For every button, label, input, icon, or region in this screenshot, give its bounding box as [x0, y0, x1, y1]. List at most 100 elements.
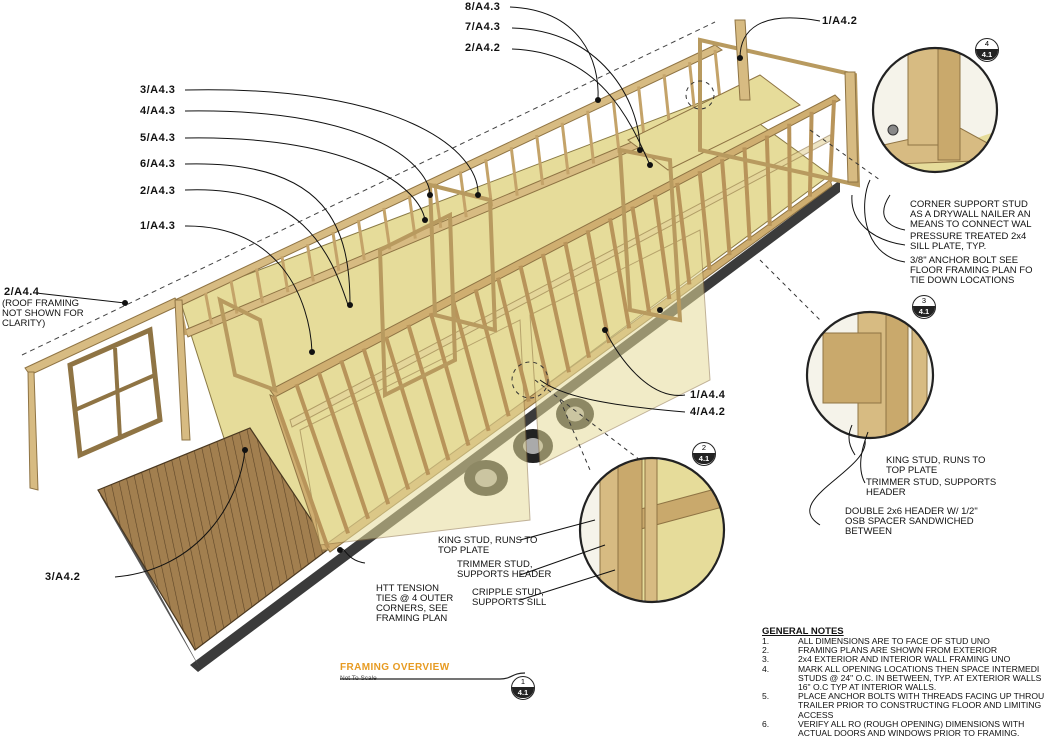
detail-dashed-connectors [511, 80, 881, 471]
far-wall-stud [382, 207, 392, 250]
callout-3-a4-3[interactable]: 3/A4.3 [140, 84, 176, 96]
detail-3-badge[interactable]: 3 4.1 [912, 295, 936, 319]
callout-3-a4-2[interactable]: 3/A4.2 [45, 571, 81, 583]
front-wall-stud [294, 383, 350, 535]
detail-2-note-trimmer-stud: TRIMMER STUD, SUPPORTS HEADER [457, 559, 552, 580]
far-wall-stud [560, 122, 570, 175]
general-note-item: 3. 2x4 EXTERIOR AND INTERIOR WALL FRAMING… [762, 655, 1024, 664]
loft-platform [627, 19, 861, 188]
front-wall-stud [339, 359, 391, 505]
front-wall-stud [675, 182, 692, 285]
far-wall-stud [535, 134, 545, 186]
callout-6-a4-3[interactable]: 6/A4.3 [140, 158, 176, 170]
far-wall-stud [356, 219, 366, 261]
general-note-number: 6. [762, 718, 770, 729]
roof-framing-note: (ROOF FRAMING NOT SHOWN FOR CLARITY) [2, 298, 84, 329]
general-note-item: 5. PLACE ANCHOR BOLTS WITH THREADS FACING… [762, 691, 1044, 720]
detail-3-note-king-stud: KING STUD, RUNS TO TOP PLATE [886, 455, 986, 476]
far-wall-stud [331, 231, 341, 271]
general-note-text: MARK ALL OPENING LOCATIONS THEN SPACE IN… [798, 663, 1042, 693]
callout-4-a4-3[interactable]: 4/A4.3 [140, 105, 176, 117]
front-wall-stud [697, 170, 712, 271]
front-wall-stud [828, 99, 836, 183]
general-note-number: 5. [762, 691, 770, 702]
general-note-item: 6. VERIFY ALL RO (ROUGH OPENING) DIMENSIO… [762, 718, 1025, 738]
general-note-text: FRAMING PLANS ARE SHOWN FROM EXTERIOR [798, 645, 998, 656]
title-badge[interactable]: 1 4.1 [511, 676, 535, 700]
front-wall-stud [316, 371, 371, 520]
front-wall-stud [787, 123, 792, 212]
detail-4-badge[interactable]: 4 4.1 [975, 38, 999, 62]
general-note-text: PLACE ANCHOR BOLTS WITH THREADS FACING U… [798, 691, 1044, 720]
callout-leaders [35, 6, 906, 601]
detail-2-badge[interactable]: 2 4.1 [692, 442, 716, 466]
detail-4-note-sill-plate: PRESSURE TREATED 2x4 SILL PLATE, TYP. [910, 231, 1027, 252]
interior-partitions [217, 147, 683, 399]
front-wall-stud [272, 395, 330, 549]
title-underline [340, 672, 526, 680]
detail-2-note-king-stud: KING STUD, RUNS TO TOP PLATE [438, 535, 538, 556]
far-wall-stud [611, 98, 621, 154]
general-notes-heading: GENERAL NOTES [762, 626, 844, 637]
general-notes: GENERAL NOTES 1. ALL DIMENSIONS ARE TO FA… [762, 626, 1044, 738]
callout-1-a4-4[interactable]: 1/A4.4 [690, 389, 726, 401]
far-wall-stud [204, 292, 213, 325]
far-wall-stud [280, 256, 290, 293]
far-wall-stud [254, 268, 264, 304]
front-wall-stud [608, 218, 632, 329]
porch-end-wall [24, 297, 191, 491]
tiny-house-framing-drawing [21, 6, 999, 672]
front-wall-stud [742, 147, 752, 241]
callout-7-a4-3[interactable]: 7/A4.3 [465, 21, 501, 33]
front-wall-stud [496, 277, 531, 403]
front-wall-stud [384, 336, 431, 476]
general-note-number: 2. [762, 645, 770, 656]
callout-1-a4-3[interactable]: 1/A4.3 [140, 220, 176, 232]
callout-2-a4-3[interactable]: 2/A4.3 [140, 185, 176, 197]
callout-4-a4-2[interactable]: 4/A4.2 [690, 406, 726, 418]
detail-2-circle [578, 456, 726, 604]
front-wall-studs [272, 99, 836, 549]
detail-4-note-anchor-bolt: 3/8" ANCHOR BOLT SEE FLOOR FRAMING PLAN … [910, 255, 1033, 286]
far-wall-stud [305, 244, 315, 282]
htt-tension-ties-note: HTT TENSION TIES @ 4 OUTER CORNERS, SEE … [376, 583, 454, 624]
general-note-text: VERIFY ALL RO (ROUGH OPENING) DIMENSIONS… [798, 718, 1025, 738]
callout-dots [122, 55, 743, 553]
general-notes-list: 1. ALL DIMENSIONS ARE TO FACE OF STUD UNO… [762, 636, 1044, 738]
general-note-number: 4. [762, 663, 770, 674]
detail-3-note-header: DOUBLE 2x6 HEADER W/ 1/2" OSB SPACER SAN… [845, 506, 978, 537]
callout-1-a4-2[interactable]: 1/A4.2 [822, 15, 858, 27]
general-note-text: ALL DIMENSIONS ARE TO FACE OF STUD UNO [798, 636, 990, 646]
far-wall-stud [586, 110, 596, 164]
callout-2-a4-4[interactable]: 2/A4.4 [4, 286, 40, 298]
front-wall-stud [406, 324, 451, 461]
detail-3-circle [805, 310, 935, 440]
front-wall-stud [652, 194, 672, 300]
drawing-title: FRAMING OVERVIEW [340, 662, 450, 673]
general-note-number: 1. [762, 636, 770, 646]
front-wall-stud [720, 159, 732, 256]
front-wall-stud [630, 206, 652, 315]
general-note-text: 2x4 EXTERIOR AND INTERIOR WALL FRAMING U… [798, 654, 1011, 665]
detail-4-circle [871, 46, 999, 174]
front-wall-stud [764, 135, 772, 226]
general-note-item: 4. MARK ALL OPENING LOCATIONS THEN SPACE … [762, 663, 1041, 693]
callout-5-a4-3[interactable]: 5/A4.3 [140, 132, 176, 144]
far-wall-stud [509, 146, 519, 196]
front-wall-stud [563, 241, 591, 359]
front-wall-stud [585, 229, 612, 344]
front-wall-stud [428, 312, 471, 447]
detail-4-note-corner-stud: CORNER SUPPORT STUD AS A DRYWALL NAILER … [910, 199, 1032, 230]
front-wall-stud [518, 265, 551, 388]
front-wall-stud [361, 348, 411, 491]
front-wall-stud [540, 253, 571, 373]
general-note-number: 3. [762, 654, 770, 665]
front-wall-stud [473, 288, 511, 417]
callout-2-a4-2-top[interactable]: 2/A4.2 [465, 42, 501, 54]
general-note-item: 1. ALL DIMENSIONS ARE TO FACE OF STUD UNO [762, 636, 1024, 646]
callout-8-a4-3[interactable]: 8/A4.3 [465, 1, 501, 13]
detail-2-note-cripple-stud: CRIPPLE STUD, SUPPORTS SILL [472, 587, 547, 608]
front-wall-stud [807, 111, 814, 197]
general-note-item: 2. FRAMING PLANS ARE SHOWN FROM EXTERIOR [762, 645, 1024, 656]
